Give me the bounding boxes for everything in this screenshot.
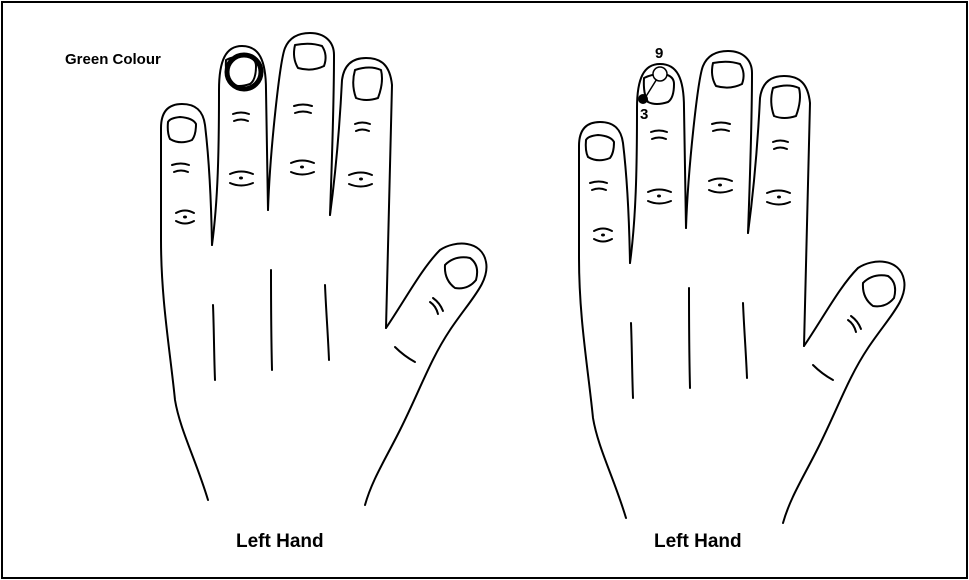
thumb-and-palm [365,244,487,505]
thumb-and-palm [783,262,905,523]
right-hand-drawing [579,51,905,523]
thumb-nail [445,257,477,288]
right-diagram-title: Left Hand [654,531,742,553]
point-3-label: 3 [640,106,648,123]
little-nail [168,117,196,142]
little-nail [586,135,614,160]
middle-finger [686,51,752,233]
ring-finger [630,64,686,263]
point-3-filled-dot [638,94,648,104]
index-nail [771,86,800,119]
green-colour-label: Green Colour [65,51,161,68]
middle-finger [268,33,334,215]
point-9-open-circle [653,67,667,81]
thumb-nail [863,275,895,306]
point-9-label: 9 [655,45,663,62]
left-hand-drawing [161,33,487,505]
left-hand-title: Left Hand [236,531,324,553]
index-nail [353,68,382,101]
middle-nail [712,62,744,88]
middle-nail [294,44,326,70]
